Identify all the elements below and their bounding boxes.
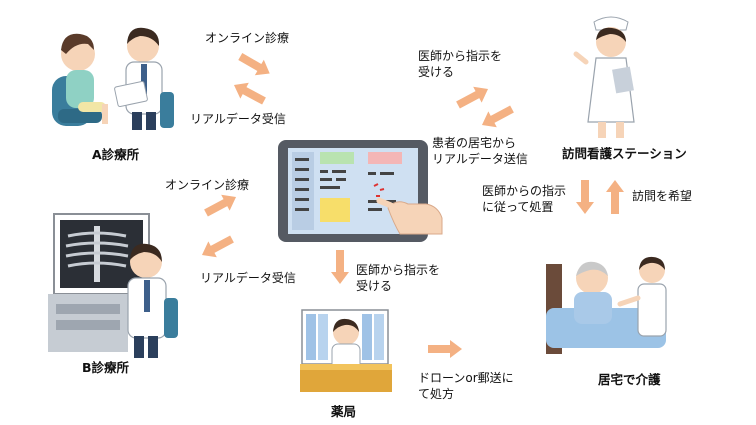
arrow-home-to-nurse — [606, 180, 624, 214]
clinic-b-realtime-label: リアルデータ受信 — [200, 271, 296, 285]
delivery-label-1: ドローンor郵送に — [418, 371, 514, 385]
patient-data-label-2: リアルデータ送信 — [432, 152, 528, 166]
clinic-a-illustration — [48, 14, 178, 139]
arrow-tablet-to-a — [230, 77, 268, 109]
clinic-a-realtime-label: リアルデータ受信 — [190, 112, 286, 126]
visit-request-label: 訪問を希望 — [632, 189, 693, 203]
pharmacy-instruction-label-2: 受ける — [356, 279, 393, 293]
nursing-station-label: 訪問看護ステーション — [562, 146, 687, 161]
clinic-b-label: B診療所 — [82, 360, 130, 375]
nurse-illustration — [573, 12, 646, 142]
follow-instruction-label-2: に従って処置 — [482, 200, 554, 214]
tablet-illustration — [276, 138, 446, 246]
arrow-b-to-tablet — [202, 189, 240, 221]
arrow-tablet-to-nurse — [454, 81, 492, 113]
nurse-instruction-label-1: 医師から指示を — [418, 49, 503, 63]
nurse-instruction-label-2: 受ける — [418, 65, 455, 79]
patient-data-label-1: 患者の居宅から — [432, 136, 517, 150]
pharmacy-illustration — [296, 306, 396, 398]
arrow-a-to-tablet — [236, 49, 274, 82]
clinic-b-online-label: オンライン診療 — [165, 178, 250, 192]
arrow-tablet-to-b — [198, 231, 236, 263]
arrow-pharmacy-to-home — [428, 340, 462, 358]
home-care-label: 居宅で介護 — [598, 372, 661, 387]
arrow-tablet-to-pharmacy — [331, 250, 349, 284]
arrow-nurse-to-home — [576, 180, 594, 214]
delivery-label-2: て処方 — [418, 387, 455, 401]
arrow-nurse-to-tablet — [478, 101, 516, 133]
clinic-a-label: A診療所 — [92, 147, 140, 162]
clinic-b-illustration — [46, 212, 181, 362]
clinic-a-online-label: オンライン診療 — [205, 31, 290, 45]
pharmacy-label: 薬局 — [331, 404, 357, 419]
home-care-illustration — [540, 248, 690, 358]
pharmacy-instruction-label-1: 医師から指示を — [356, 263, 441, 277]
follow-instruction-label-1: 医師からの指示 — [482, 184, 567, 198]
